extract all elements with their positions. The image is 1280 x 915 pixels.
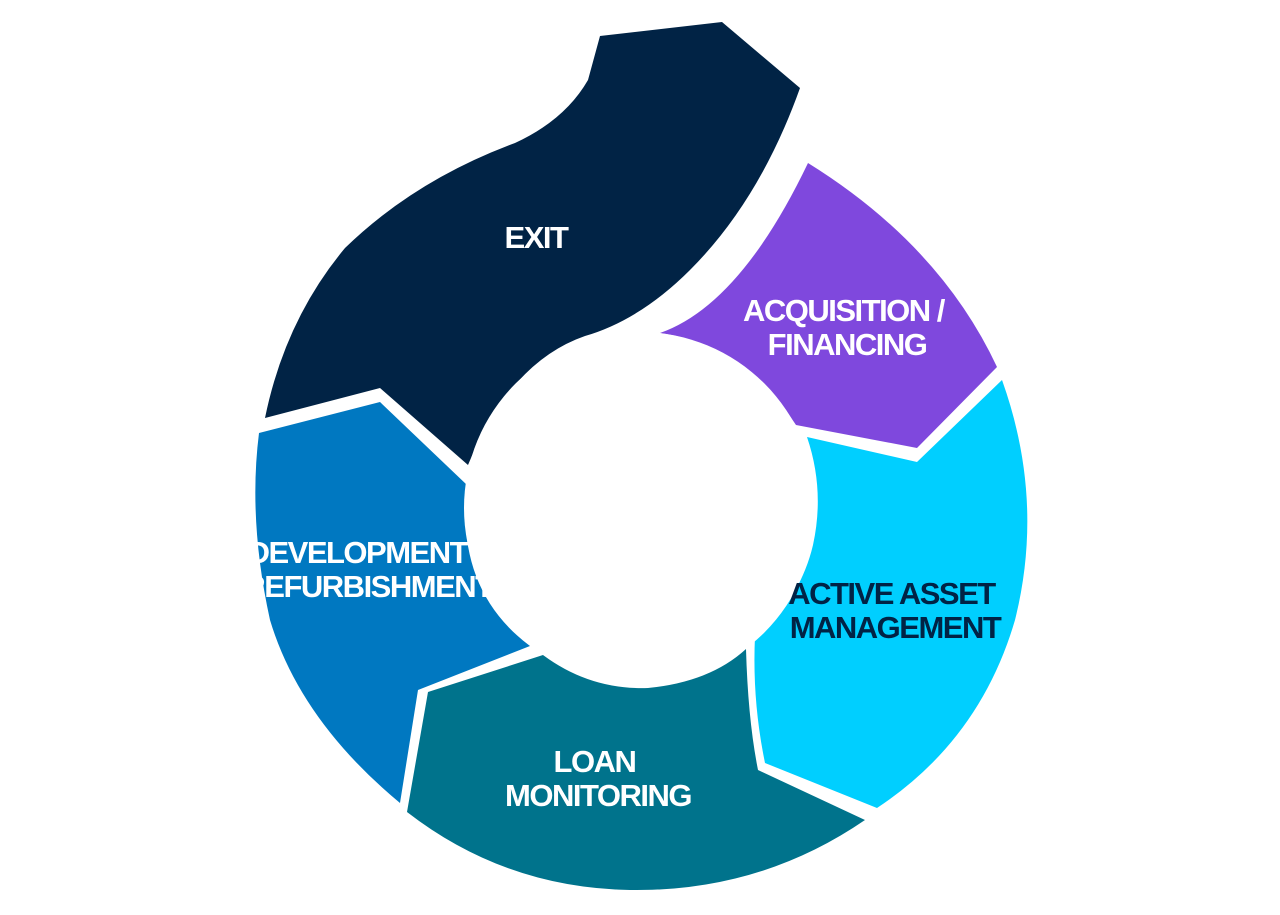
label-acquisition-line-2: FINANCING <box>768 327 927 362</box>
segment-loan-monitoring-shape <box>407 649 865 891</box>
label-loan-monitoring: LOAN MONITORING <box>505 744 691 813</box>
segment-active-asset-shape <box>754 380 1028 808</box>
center-hole <box>464 332 816 684</box>
label-loan-line-2: MONITORING <box>505 778 691 813</box>
label-exit: EXIT <box>505 220 569 255</box>
label-exit-line-1: EXIT <box>505 220 569 255</box>
label-development-refurbishment: DEVELOPMENT / REFURBISHMENT <box>243 535 494 604</box>
label-active-asset-line-2: MANAGEMENT <box>790 610 1002 645</box>
label-active-asset-line-1: ACTIVE ASSET <box>788 576 996 611</box>
label-development-line-2: REFURBISHMENT <box>243 569 494 604</box>
label-development-line-1: DEVELOPMENT / <box>248 535 484 570</box>
label-acquisition-line-1: ACQUISITION / <box>743 293 946 328</box>
segment-acquisition-shape <box>660 163 997 448</box>
label-loan-line-1: LOAN <box>554 744 636 779</box>
segment-development-shape <box>255 402 531 803</box>
label-acquisition-financing: ACQUISITION / FINANCING <box>743 293 951 362</box>
segment-exit-shape <box>265 22 800 465</box>
label-active-asset-management: ACTIVE ASSET MANAGEMENT <box>788 576 1002 645</box>
